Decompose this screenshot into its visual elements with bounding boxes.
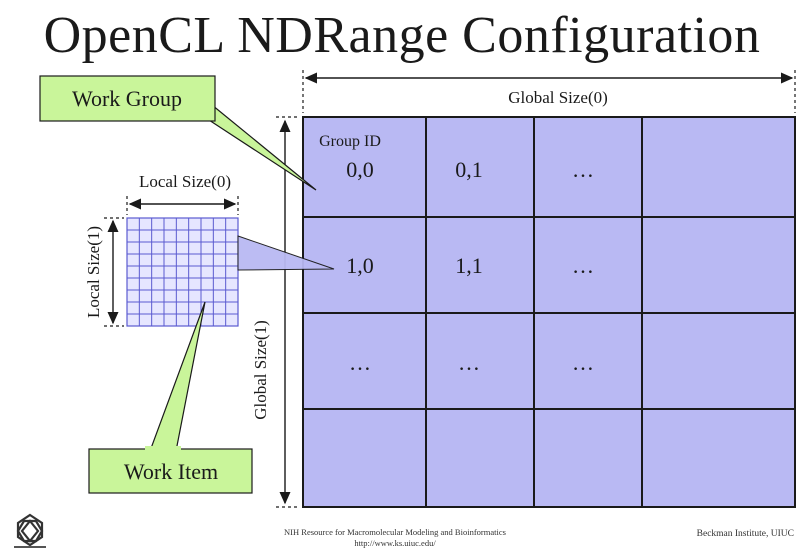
work-item-label: Work Item [124, 459, 218, 484]
local-size-1-label: Local Size(1) [84, 226, 103, 318]
global-size-0-dimension: Global Size(0) [302, 70, 796, 113]
global-size-1-label: Global Size(1) [251, 320, 270, 420]
work-group-callout-box [39, 75, 216, 122]
grid-cell-label: … [572, 350, 594, 375]
page-title: OpenCL NDRange Configuration [43, 7, 761, 64]
callout-seam-cover [41, 100, 214, 108]
zoom-wedge [237, 235, 335, 271]
local-work-group: Local Size(0) Local Size(1) [84, 172, 239, 327]
grid-cell-label: 1,1 [455, 253, 483, 278]
footer-credit-line1: NIH Resource for Macromolecular Modeling… [284, 527, 506, 537]
work-group-label: Work Group [72, 86, 182, 111]
footer-credit-url: http://www.ks.uiuc.edu/ [354, 538, 436, 548]
grid-cell-label: 0,0 [346, 157, 374, 182]
global-size-0-label: Global Size(0) [508, 88, 608, 107]
callout-seam-cover [145, 446, 181, 452]
grid-cell-label: … [458, 350, 480, 375]
work-item-callout: Work Item [88, 301, 253, 494]
grid-cell-label: 1,0 [346, 253, 374, 278]
work-group-callout: Work Group [39, 75, 317, 191]
grid-cell-label: 0,1 [455, 157, 483, 182]
grid-cell-label: … [349, 350, 371, 375]
work-item-callout-box [88, 448, 253, 494]
grid-cell-label: … [572, 157, 594, 182]
global-size-1-dimension: Global Size(1) [251, 116, 300, 508]
footer-institution: Beckman Institute, UIUC [696, 529, 794, 539]
grid-cell-label: … [572, 253, 594, 278]
local-size-0-label: Local Size(0) [139, 172, 231, 191]
local-grid-lines [127, 218, 238, 326]
group-id-label: Group ID [319, 133, 381, 150]
footer-credit: NIH Resource for Macromolecular Modeling… [230, 527, 560, 549]
global-grid: Group ID 0,0 0,1 … 1,0 1,1 … … … … [302, 116, 796, 508]
institute-logo [14, 513, 46, 548]
local-grid-background [126, 217, 239, 327]
